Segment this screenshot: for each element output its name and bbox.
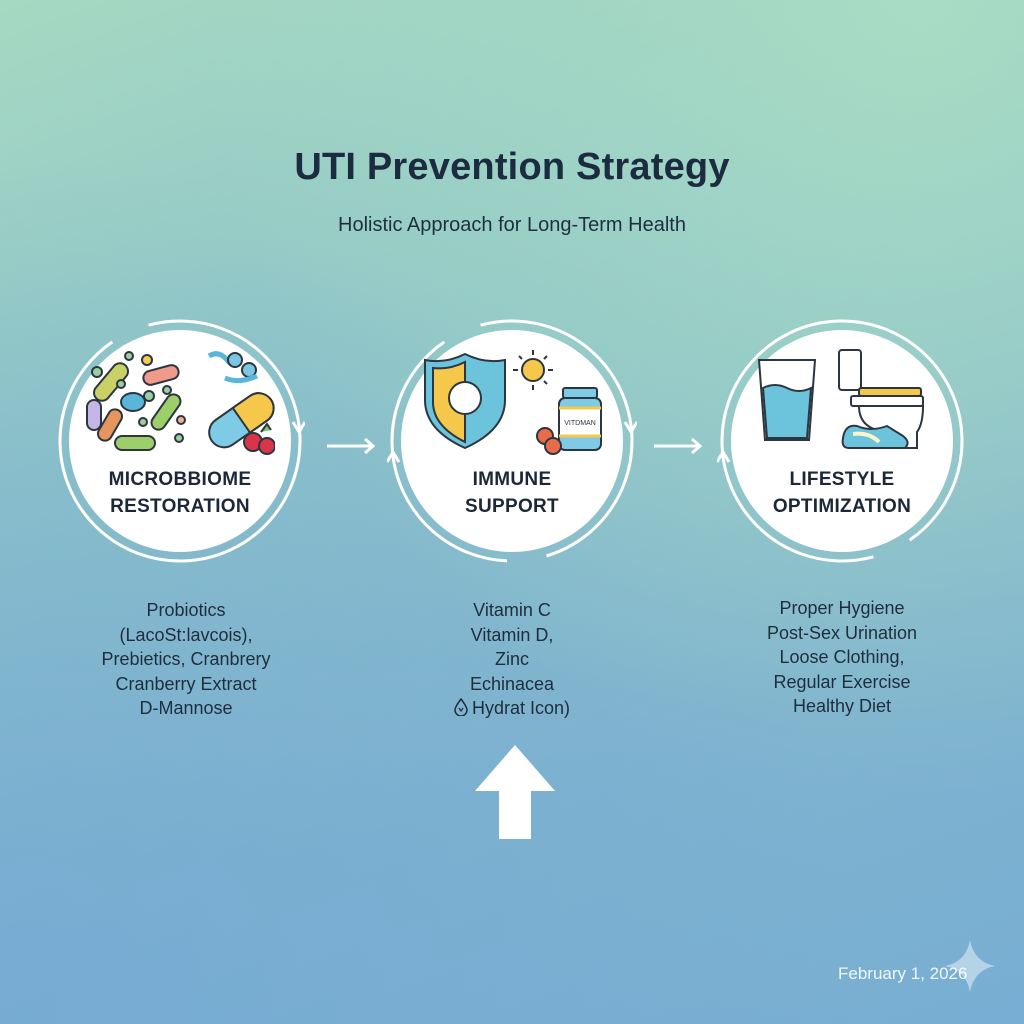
- page-subtitle: Holistic Approach for Long-Term Health: [338, 214, 686, 236]
- shield-sun-vitamin-bottle-icon: VITDMAN: [424, 350, 602, 455]
- stage-title: IMMUNE SUPPORT: [465, 469, 559, 517]
- list-item: Post-Sex Urination: [766, 622, 918, 643]
- list-item: Cranberry Extract: [115, 673, 257, 694]
- arrow-right-icon: [327, 437, 376, 455]
- water-drop-icon: [454, 697, 468, 717]
- list-item: Hydrat Icon): [382, 696, 642, 721]
- stage-items-list: Probiotics (LacoSt:lavcois), Prebietics,…: [56, 598, 316, 721]
- cycle-ring-icon: [387, 319, 637, 563]
- list-item: D-Mannose: [139, 698, 233, 718]
- list-item: Proper Hygiene: [779, 598, 905, 618]
- list-item: Echinacea: [469, 673, 555, 694]
- stage-items-list: Vitamin C Vitamin D, Zinc Echinacea Hydr…: [382, 598, 642, 721]
- list-item: Healthy Diet: [792, 696, 892, 716]
- list-item: Regular Exercise: [773, 671, 911, 692]
- list-item: Vitamin C: [473, 600, 551, 620]
- stage-title: LIFESTYLE OPTIMIZATION: [772, 469, 912, 517]
- cycle-ring-icon: [717, 319, 964, 563]
- list-item: Vitamin D,: [470, 624, 554, 645]
- sparkle-icon: [945, 940, 995, 992]
- list-item: (LacoSt:lavcois),: [119, 624, 253, 645]
- stage-immune-support: VITDMAN IMMUNE SUPPORT: [387, 316, 637, 566]
- list-item: Zinc: [494, 649, 529, 669]
- list-item: Prebietics, Cranbrery: [101, 649, 271, 669]
- stage-items-list: Proper Hygiene Post-Sex Urination Loose …: [712, 596, 972, 719]
- list-item: Loose Clothing,: [779, 647, 905, 667]
- stage-microbiome-restoration: MICROBBIOME RESTORATION: [55, 316, 305, 566]
- stage-lifestyle-optimization: LIFESTYLE OPTIMIZATION: [717, 316, 967, 566]
- bacteria-probiotic-capsule-cranberry-icon: [86, 351, 275, 455]
- stage-title: MICROBBIOME RESTORATION: [108, 469, 252, 517]
- cycle-ring-icon: [58, 319, 305, 563]
- water-glass-toilet-sneaker-icon: [757, 349, 925, 449]
- list-item: Probiotics: [146, 600, 226, 620]
- arrow-up-icon: [475, 745, 555, 839]
- svg-text:VITDMAN: VITDMAN: [564, 420, 596, 427]
- footer-date: February 1, 2026: [838, 964, 968, 983]
- page-title: UTI Prevention Strategy: [294, 146, 730, 188]
- arrow-right-icon: [654, 437, 703, 455]
